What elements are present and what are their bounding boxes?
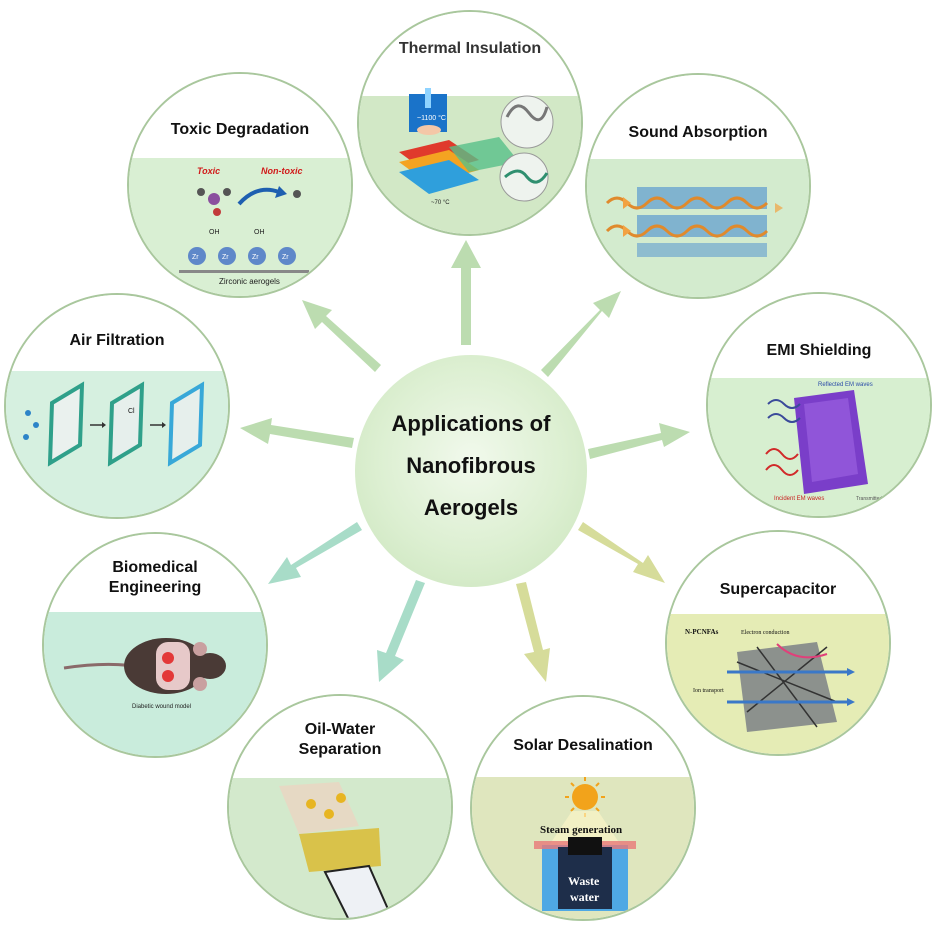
center-title-line3: Aerogels (423, 495, 519, 520)
toxic-label: Toxic (197, 166, 220, 176)
waste-label: Waste (568, 874, 600, 888)
electron-conduction-label: Electron conduction (741, 630, 789, 636)
toxic-oh-label-2: OH (254, 229, 265, 236)
incident-waves-label: Incident EM waves (774, 496, 824, 502)
zr-atom-3: Zr (252, 254, 259, 261)
arrow-thermal (451, 240, 481, 345)
arrow-emi (588, 423, 690, 459)
diabetic-model-label: Diabetic wound model (132, 704, 191, 710)
toxic-illustration: Toxic Non-toxic OH OH Zr Zr Zr Zr Zircon… (179, 166, 309, 286)
ion-transport-label: Ion transport (693, 688, 724, 694)
arrow-solar (516, 582, 550, 682)
emi-shielding-title: EMI Shielding (708, 294, 930, 378)
nontoxic-label: Non-toxic (261, 166, 303, 176)
arrow-air (240, 418, 354, 448)
sound-absorption-title: Sound Absorption (587, 75, 809, 159)
transmitted-waves-label: Transmitted EM waves (856, 496, 907, 502)
zr-atom-4: Zr (282, 254, 289, 261)
npcnfa-label: N-PCNFAs (685, 628, 719, 636)
toxic-degradation-title: Toxic Degradation (129, 74, 351, 158)
emi-shielding-circle: EMI Shielding Reflected EM waves Inciden… (706, 292, 932, 518)
zirconic-aerogels-label: Zirconic aerogels (219, 277, 280, 286)
arrow-toxic (302, 300, 381, 372)
center-title-line2: Nanofibrous (406, 453, 536, 478)
toxic-degradation-circle: Toxic Degradation Toxic Non-toxic OH OH … (127, 72, 353, 298)
solar-desalination-title: Solar Desalination (472, 697, 694, 777)
thermal-cold-label: ~70 °C (431, 200, 450, 206)
reflected-waves-label: Reflected EM waves (818, 382, 873, 388)
steam-generation-label: Steam generation (540, 824, 622, 836)
biomed-illustration: Diabetic wound model (63, 638, 226, 710)
thermal-insulation-title: Thermal Insulation (359, 12, 581, 96)
biomedical-title-line1: Biomedical (112, 559, 198, 576)
thermal-illustration: ~1100 °C ~70 °C (399, 88, 554, 206)
supercapacitor-title: Supercapacitor (667, 532, 889, 614)
oil-water-illustration (279, 782, 393, 918)
air-illustration: Cl (23, 381, 205, 467)
solar-illustration: Steam generation Waste water (534, 777, 636, 911)
emi-illustration: Reflected EM waves Incident EM waves Tra… (765, 382, 907, 502)
toxic-oh-label: OH (209, 229, 220, 236)
air-cl-label: Cl (128, 408, 135, 415)
center-circle: Applications of Nanofibrous Aerogels (355, 355, 587, 587)
arrow-biomed (268, 522, 362, 584)
supercapacitor-circle: Supercapacitor N-PCNFAs Electron conduct… (665, 530, 891, 756)
sound-illustration (605, 187, 783, 257)
oil-water-title-line1: Oil-Water (304, 721, 376, 738)
sound-absorption-circle: Sound Absorption (585, 73, 811, 299)
air-filtration-circle: Air Filtration Cl (4, 293, 230, 519)
biomedical-title-line2: Engineering (108, 579, 202, 596)
zr-atom-1: Zr (192, 254, 199, 261)
arrow-super (578, 522, 665, 583)
center-title-line1: Applications of (391, 411, 551, 436)
supercapacitor-illustration: N-PCNFAs Electron conduction Ion transpo… (685, 628, 855, 732)
solar-desalination-circle: Solar Desalination Steam generation Wast… (470, 695, 696, 921)
biomedical-engineering-circle: Biomedical Engineering Diabetic wound mo… (42, 532, 268, 758)
thermal-insulation-circle: Thermal Insulation ~1100 °C ~70 °C (357, 10, 583, 236)
oil-water-separation-circle: Oil-Water Separation (227, 694, 453, 920)
water-label: water (570, 890, 600, 904)
air-filtration-title: Air Filtration (6, 295, 228, 371)
arrow-oil (377, 580, 425, 682)
oil-water-title-line2: Separation (298, 741, 382, 758)
thermal-hot-label: ~1100 °C (417, 114, 446, 122)
arrow-sound (541, 291, 621, 377)
zr-atom-2: Zr (222, 254, 229, 261)
